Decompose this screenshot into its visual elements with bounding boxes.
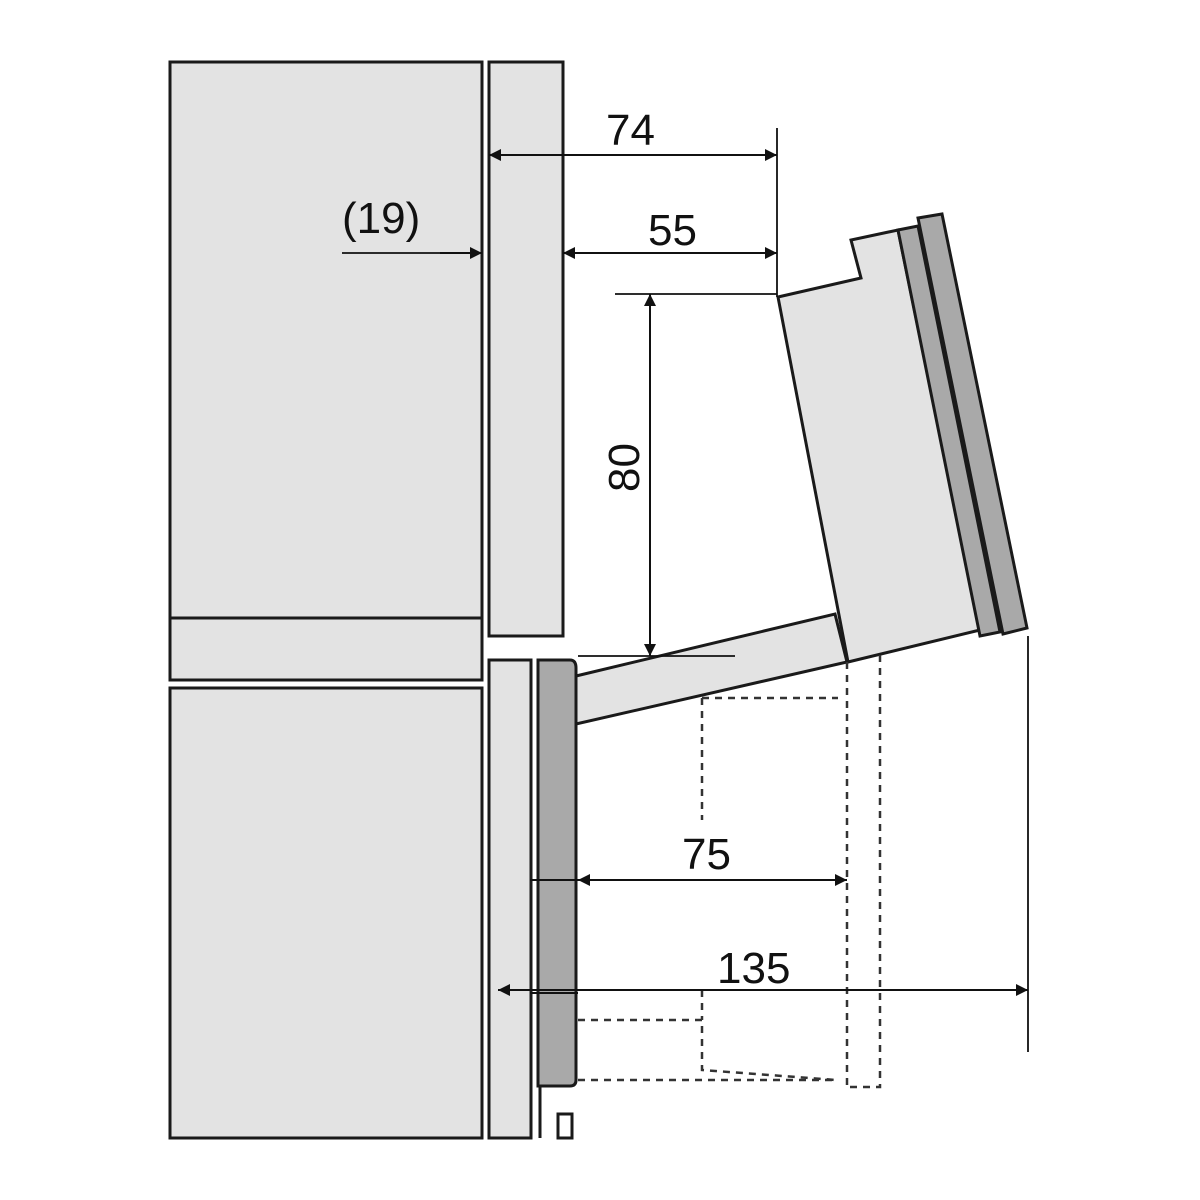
ghost-outline [578,655,882,1089]
lift-arm [574,612,849,726]
label-80: 80 [600,443,649,492]
lower-door-panel [487,658,533,1140]
raised-flap [776,212,1029,664]
dimension-lines [440,149,1028,996]
lower-cabinet [168,686,484,1140]
upper-door-panel [487,60,565,638]
label-55: 55 [648,206,697,255]
extension-lines [342,128,1029,1052]
upper-cabinet [168,60,484,682]
label-74: 74 [606,106,655,155]
drawer-front-trim [536,658,578,1088]
label-75: 75 [682,830,731,879]
label-135: 135 [717,944,790,993]
label-19: (19) [342,194,420,243]
plinth-foot [556,1112,574,1140]
